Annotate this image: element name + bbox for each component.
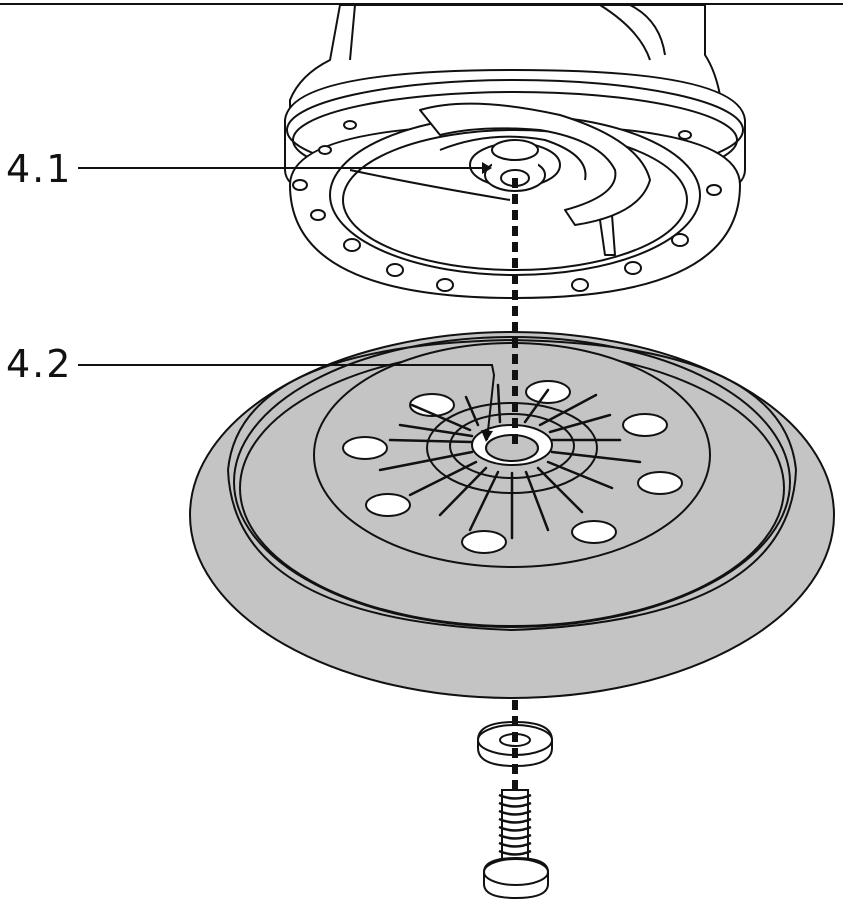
callout-arrowheads — [481, 162, 493, 442]
radial-groove — [468, 470, 500, 532]
dust-hole — [409, 393, 455, 417]
pad-dust-holes — [342, 380, 683, 554]
radial-groove — [548, 413, 612, 434]
flange-hole — [671, 233, 689, 247]
dust-hole — [622, 413, 668, 437]
sanding-pad — [189, 331, 835, 699]
flange-hole — [624, 261, 642, 275]
dust-hole — [461, 530, 507, 554]
fan-blade — [349, 169, 511, 201]
callout-label-4-2: 4.2 — [6, 342, 73, 386]
radial-groove — [408, 460, 478, 497]
dust-hole — [342, 436, 388, 460]
spindle-top — [491, 139, 539, 161]
screw — [483, 789, 549, 900]
flange-hole — [343, 238, 361, 252]
flange-hole — [436, 278, 454, 292]
flange-hole — [292, 179, 308, 191]
radial-groove — [524, 470, 550, 532]
radial-groove — [410, 403, 472, 432]
leader-4-2-arrowhead — [481, 430, 493, 442]
radial-groove — [523, 388, 550, 424]
callout-leaders — [78, 167, 496, 441]
flange-hole — [343, 120, 357, 130]
leader-4-2 — [78, 364, 496, 441]
pad-radial-grooves — [378, 383, 642, 540]
leader-4-1-arrowhead — [482, 162, 492, 174]
dust-hole — [571, 520, 617, 544]
sander-head — [284, 4, 746, 299]
radial-groove — [550, 450, 642, 464]
flange-hole — [318, 145, 332, 155]
flange-hole — [678, 130, 692, 140]
radial-groove — [464, 395, 480, 427]
dust-hole — [637, 471, 683, 495]
housing-detail-line — [629, 4, 666, 56]
housing-detail-line — [349, 4, 356, 61]
flange-hole — [706, 184, 722, 196]
radial-groove — [536, 466, 584, 514]
radial-groove — [538, 393, 598, 427]
housing-detail-line — [599, 4, 651, 61]
radial-groove — [378, 450, 474, 472]
radial-groove — [398, 423, 474, 438]
flange-hole — [310, 209, 326, 221]
radial-groove — [546, 460, 614, 490]
radial-groove — [496, 383, 502, 424]
dust-hole — [365, 493, 411, 517]
flange-hole — [571, 278, 589, 292]
screw-head-top — [483, 858, 549, 886]
fan-blade — [439, 135, 587, 181]
callout-label-4-1: 4.1 — [6, 147, 73, 191]
flange-hole — [386, 263, 404, 277]
fan-blade — [599, 214, 616, 256]
flange-holes — [292, 120, 722, 292]
radial-groove — [438, 466, 488, 517]
fan-blade — [419, 102, 651, 226]
radial-groove — [388, 438, 474, 444]
